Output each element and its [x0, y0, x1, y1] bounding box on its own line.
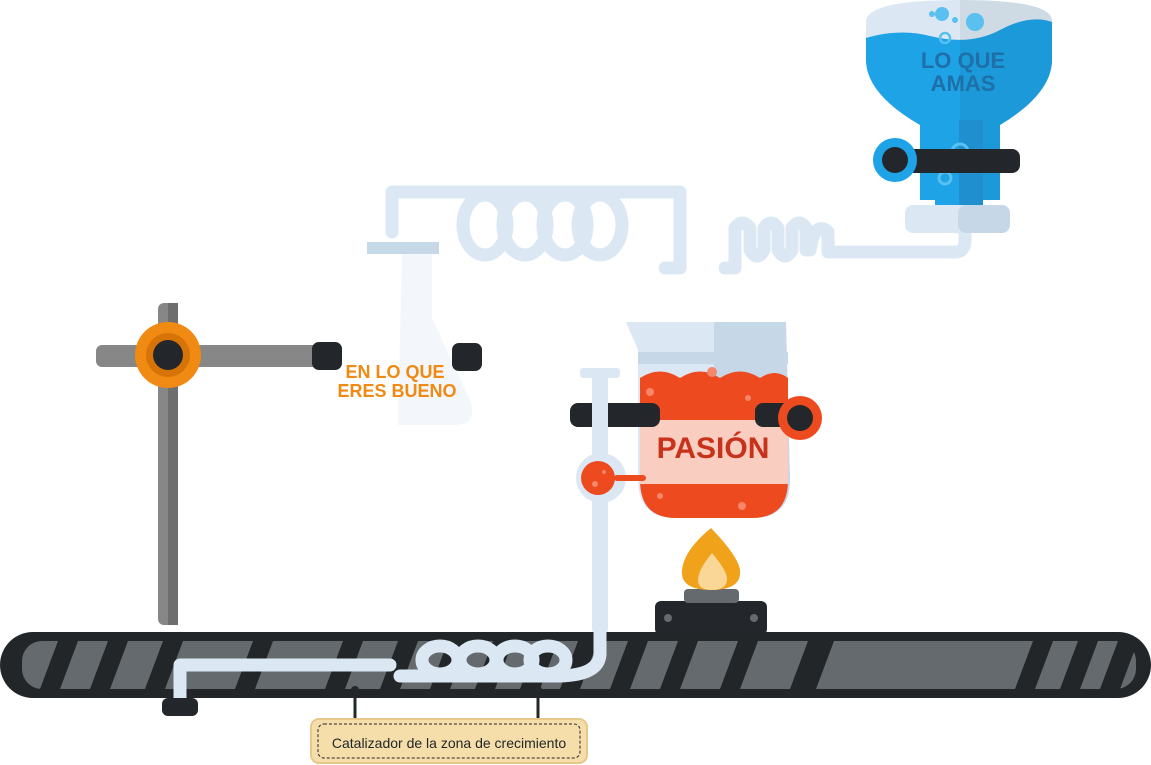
flask-icon — [367, 242, 482, 425]
beaker-label: PASIÓN — [657, 431, 770, 465]
belt-stripe — [660, 641, 698, 689]
belt-stripe — [610, 641, 648, 689]
belt-stripe — [790, 641, 834, 689]
funnel-label-line1: LO QUE — [921, 48, 1005, 73]
belt-stripe — [1060, 641, 1098, 689]
belt-stripe — [1100, 641, 1138, 689]
belt-stripe — [720, 641, 758, 689]
belt-tube-icon — [173, 623, 607, 712]
funnel-label-line2: AMAS — [931, 71, 996, 96]
conveyor-belt-icon — [0, 632, 1151, 698]
catalyst-label: Catalizador de la zona de crecimiento — [332, 735, 566, 751]
belt-stripe — [1015, 641, 1053, 689]
belt-stripe — [380, 641, 418, 689]
catalyst-callout — [310, 686, 588, 764]
funnel-icon — [866, 0, 1052, 233]
flask-label-line1: EN LO QUE — [345, 362, 444, 382]
thermometer-tube-icon — [576, 368, 646, 635]
tube-end-cap — [162, 698, 198, 716]
flame-icon — [681, 528, 741, 590]
belt-stripe — [90, 641, 128, 689]
burner-icon — [655, 589, 767, 635]
beaker-icon — [570, 322, 822, 518]
belt-stripe — [145, 641, 183, 689]
flask-label-line2: ERES BUENO — [337, 381, 456, 401]
stand-icon — [96, 303, 342, 625]
belt-stripe — [40, 641, 78, 689]
coil-tube-icon — [385, 185, 972, 275]
